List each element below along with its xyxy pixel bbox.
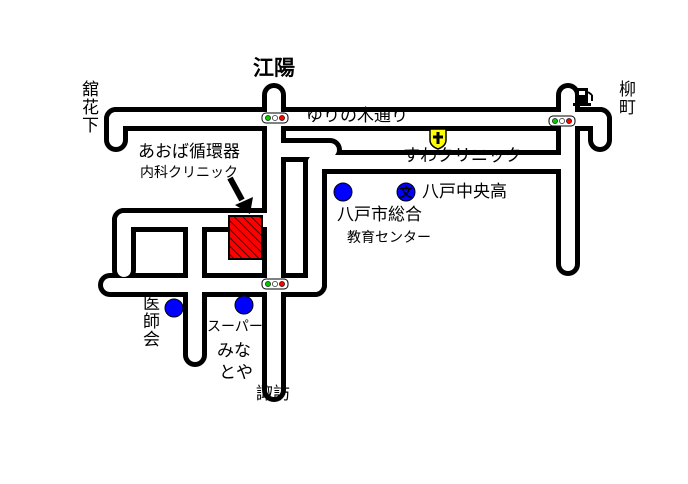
landmark-dot-icon: [164, 298, 184, 318]
signal-lamp: [265, 115, 271, 121]
label-supermarket-line3: とや: [219, 363, 253, 383]
arrow-down-icon: [227, 176, 253, 214]
school-icon: 文: [396, 182, 416, 202]
signal-lamp: [559, 118, 565, 124]
label-education-center-line2: 教育センター: [347, 230, 431, 246]
signal-lamp: [265, 281, 271, 287]
traffic-signal-icon: [548, 115, 576, 127]
label-target-clinic-line2: 内科クリニック: [140, 165, 238, 181]
signal-lamp: [552, 118, 558, 124]
label-target-clinic-line1: あおば循環器: [138, 142, 240, 162]
label-suwa-south: 諏訪: [256, 384, 290, 404]
svg-text:文: 文: [399, 185, 413, 201]
label-north-koyo: 江陽: [253, 56, 295, 80]
signal-lamp: [272, 281, 278, 287]
label-yanagimachi: 柳町: [615, 80, 635, 116]
label-hachinohe-chuo-high: 八戸中央高: [422, 182, 507, 202]
signal-lamp: [272, 115, 278, 121]
gas-station-icon: [573, 88, 593, 106]
road-network: [98, 83, 612, 402]
signal-lamp: [279, 281, 285, 287]
label-education-center-line1: 八戸市総合: [337, 205, 422, 225]
traffic-signal-icon: [261, 112, 289, 124]
label-medical-association: 医師会: [139, 294, 159, 348]
label-tatehana-shita: 舘花下: [78, 80, 98, 134]
clinic-cross-icon: [429, 128, 447, 150]
landmark-dot-icon: [333, 182, 353, 202]
label-supermarket-line2: みな: [217, 341, 251, 361]
signal-lamp: [566, 118, 572, 124]
label-yurinoki-street: ゆりの木通り: [306, 106, 408, 126]
traffic-signal-icon: [261, 278, 289, 290]
landmark-dot-icon: [234, 295, 254, 315]
label-suwa-clinic: すわクリニック: [403, 146, 522, 166]
target-building: [228, 215, 263, 260]
label-supermarket-line1: スーパー: [207, 319, 263, 335]
signal-lamp: [279, 115, 285, 121]
